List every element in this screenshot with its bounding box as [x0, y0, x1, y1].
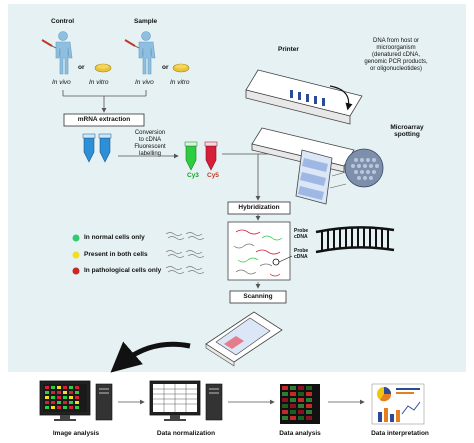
scanning-box: [229, 290, 287, 304]
petri-dish-icon: [94, 63, 112, 73]
step-data-normalization: Data normalization: [156, 430, 216, 437]
scanner-icon: [205, 311, 283, 367]
cy3-tube-icon: [184, 141, 198, 171]
data-interpretation-icon: [371, 383, 425, 425]
background-panel: [8, 4, 466, 372]
legend-squiggles: [165, 232, 205, 274]
legend-label-both: Present in both cells: [84, 251, 148, 258]
probe-cdna-label: Probe cDNA: [294, 228, 309, 240]
labelled-to-hyb-connector: [222, 153, 275, 201]
dna-double-strand-icon: [315, 226, 395, 254]
cy5-tube-icon: [204, 141, 218, 171]
heatmap-icon: [280, 384, 320, 424]
printer-icon: [245, 69, 363, 125]
microarray-slide-icon: [251, 127, 355, 205]
control-person-icon: [55, 31, 73, 75]
step-image-analysis: Image analysis: [52, 430, 100, 437]
syringe-icon: [124, 39, 140, 49]
in-vitro-label: In vitro: [89, 79, 109, 86]
spot-array-zoom-icon: [329, 148, 384, 189]
sample-label: Sample: [134, 18, 158, 25]
legend-dot-both: [72, 251, 80, 259]
cy5-label: Cy5: [207, 172, 219, 179]
in-vivo-label: In vivo: [52, 79, 71, 86]
printer-label: Printer: [278, 46, 299, 53]
microarray-spotting-label: Microarray spotting: [390, 124, 424, 139]
syringe-icon: [41, 39, 57, 49]
image-analysis-computer-icon: [39, 380, 113, 421]
or-label: or: [78, 64, 85, 71]
legend-label-normal: In normal cells only: [84, 234, 145, 241]
curved-arrow: [110, 341, 191, 373]
data-normalization-computer-icon: [149, 380, 223, 421]
mrna-extraction-box: [63, 113, 145, 127]
probe-cdna-label: Probe cDNA: [294, 248, 309, 260]
conversion-text: Conversion to cDNA Fluorescent labelling: [134, 130, 166, 157]
hybridization-label: Hybridization: [238, 204, 280, 211]
petri-dish-icon: [172, 63, 190, 73]
hybridized-slide-icon: [227, 221, 293, 281]
dna-source-note: DNA from host or microorganism (denature…: [364, 38, 428, 72]
in-vitro-label: In vitro: [170, 79, 190, 86]
cy3-label: Cy3: [187, 172, 199, 179]
legend-dot-normal: [72, 234, 80, 242]
or-label: or: [162, 64, 169, 71]
in-vivo-label: In vivo: [135, 79, 154, 86]
merge-connector: [62, 90, 147, 113]
blue-tubes-icon: [82, 133, 112, 163]
scanning-label: Scanning: [243, 293, 273, 300]
control-label: Control: [51, 18, 75, 25]
legend-label-pathological: In pathological cells only: [84, 267, 162, 274]
mrna-extraction-label: mRNA extraction: [77, 116, 131, 123]
legend-dot-pathological: [72, 267, 80, 275]
sample-person-icon: [138, 31, 156, 75]
step-data-interpretation: Data interpretation: [371, 430, 429, 437]
hybridization-box: [227, 201, 291, 215]
step-data-analysis: Data analysis: [279, 430, 321, 437]
